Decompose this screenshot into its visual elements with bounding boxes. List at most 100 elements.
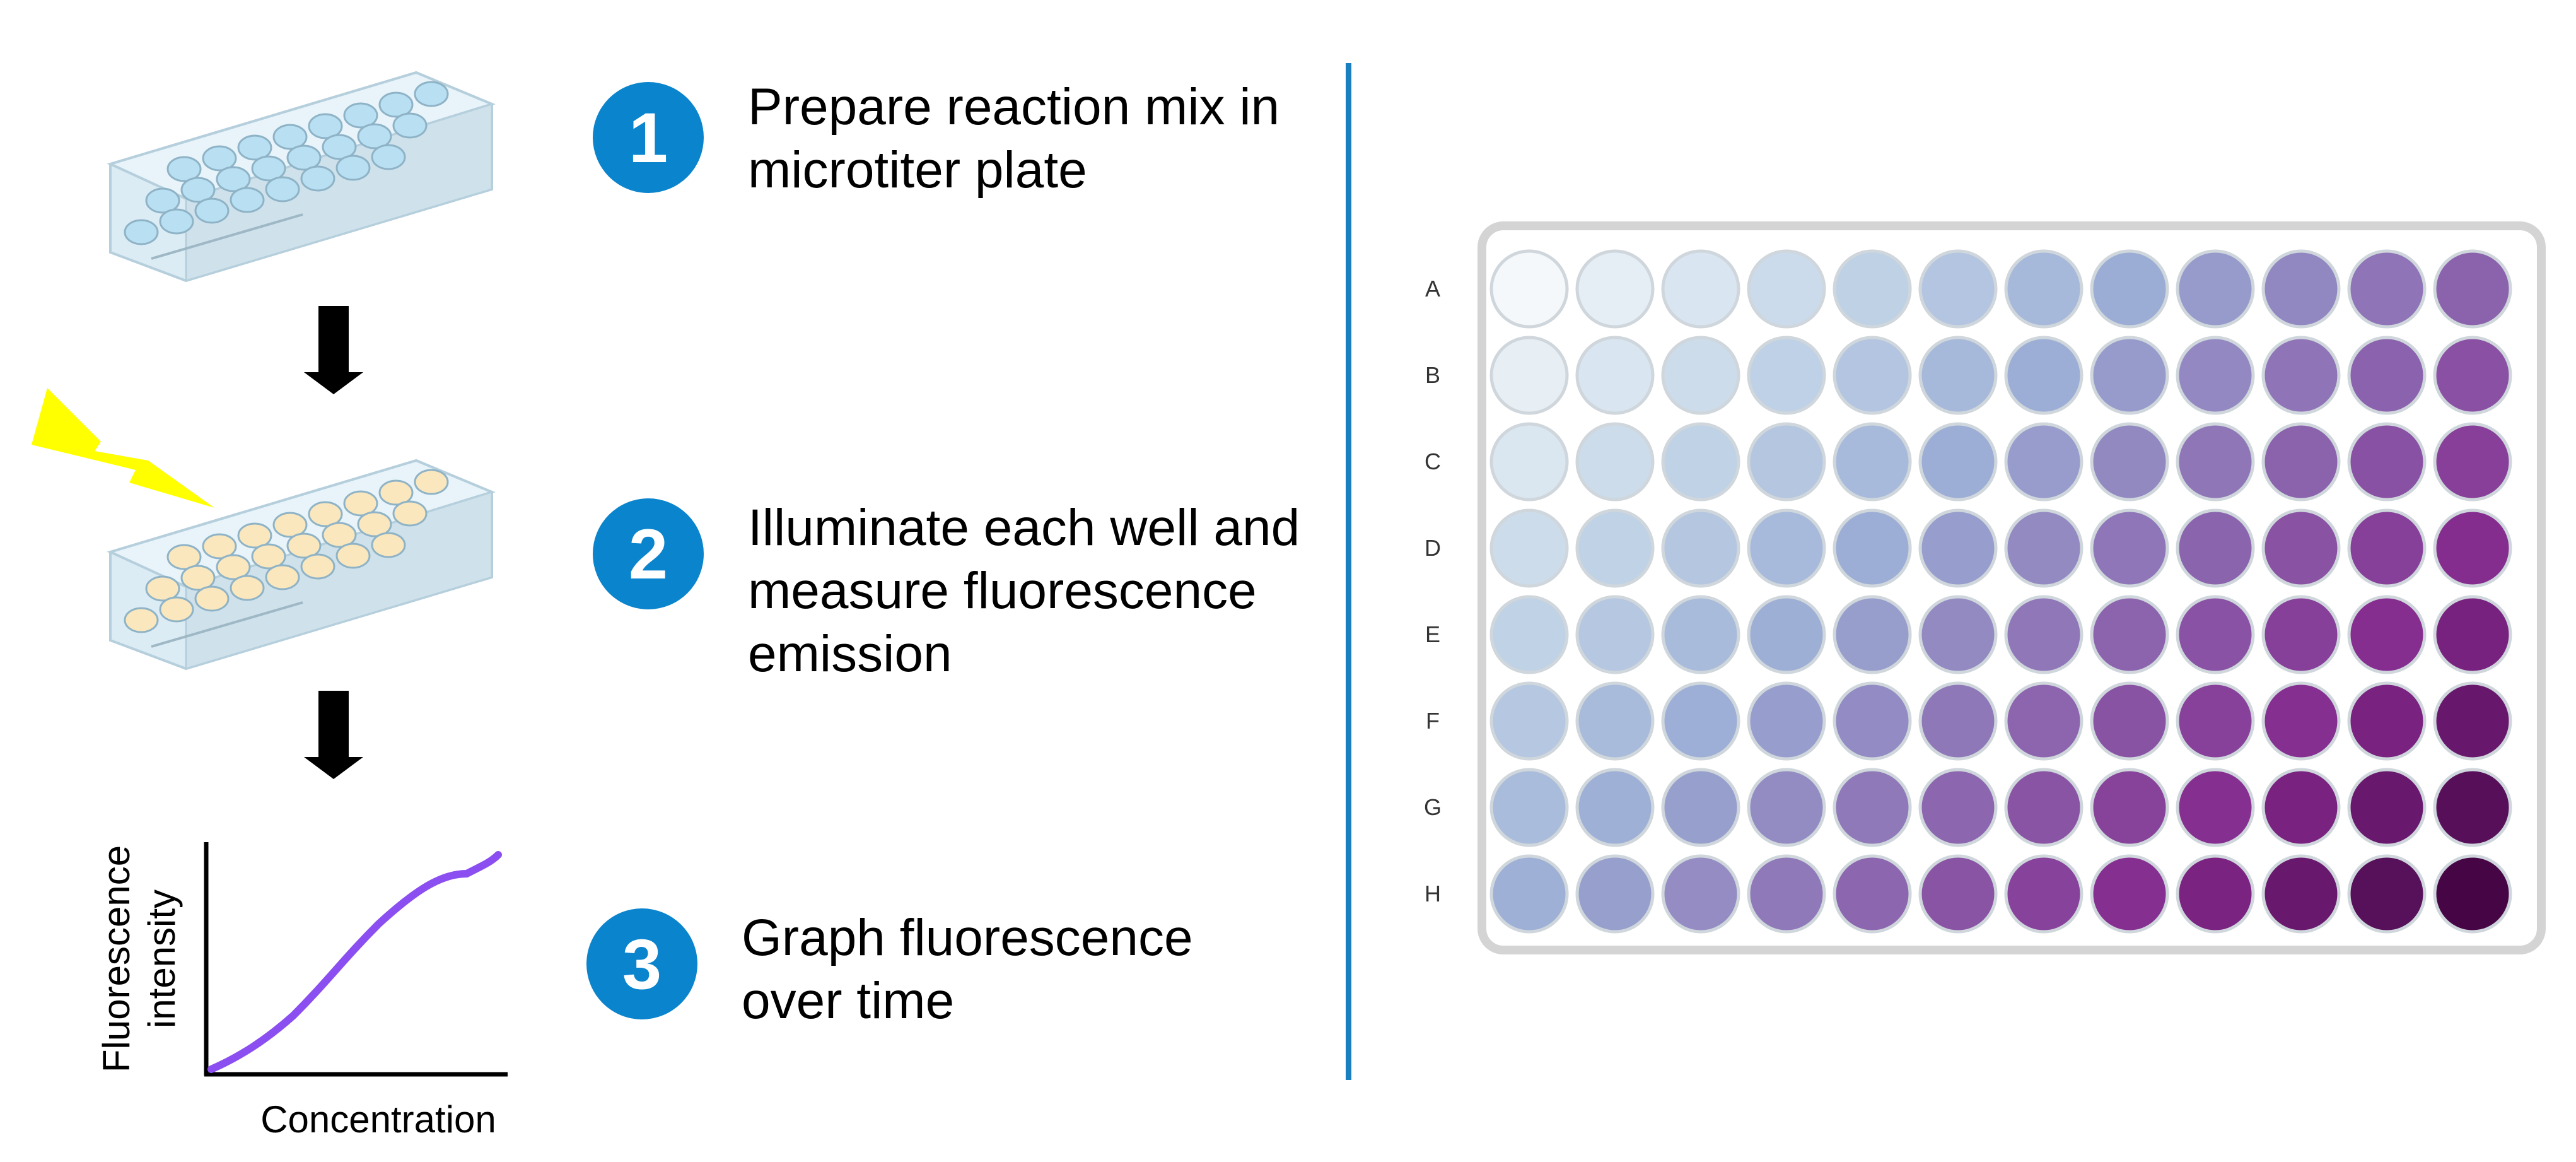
plate-well	[194, 197, 230, 224]
well-f4	[1747, 681, 1826, 761]
plate-well	[335, 155, 371, 181]
well-g10	[2261, 768, 2341, 847]
well-b9	[2176, 336, 2255, 415]
down-arrow-icon	[304, 306, 363, 394]
plate-well	[343, 490, 378, 517]
plate-outline	[1477, 221, 2546, 954]
well-f5	[1833, 681, 1912, 761]
well-g3	[1661, 768, 1740, 847]
well-e2	[1575, 595, 1655, 674]
well-g4	[1747, 768, 1826, 847]
well-b4	[1747, 336, 1826, 415]
well-c7	[2004, 422, 2084, 502]
well-h1	[1489, 854, 1569, 934]
step-2-text: Illuminate each well and measure fluores…	[748, 499, 1300, 683]
row-label-d: D	[1425, 535, 1441, 561]
plate-well	[343, 102, 378, 129]
well-e5	[1833, 595, 1912, 674]
step-3-text: Graph fluorescence over time	[742, 909, 1193, 1030]
well-f8	[2090, 681, 2169, 761]
plate-well	[124, 607, 159, 633]
step-2: 2 Illuminate each well and measure fluor…	[593, 498, 1300, 686]
well-f12	[2433, 681, 2512, 761]
plate-well	[414, 469, 449, 495]
plate-well	[371, 144, 406, 170]
step-number-badge: 3	[586, 908, 697, 1019]
plate-well	[230, 187, 265, 213]
row-label-f: F	[1426, 708, 1440, 734]
down-arrow-icon	[304, 691, 363, 779]
well-d8	[2090, 508, 2169, 588]
plate-well	[286, 532, 322, 559]
well-d4	[1747, 508, 1826, 588]
well-e1	[1489, 595, 1569, 674]
well-b8	[2090, 336, 2169, 415]
plate-well	[145, 187, 180, 214]
lightning-bolt-icon	[32, 388, 214, 508]
well-e11	[2347, 595, 2427, 674]
well-g12	[2433, 768, 2512, 847]
well-h12	[2433, 854, 2512, 934]
well-h4	[1747, 854, 1826, 934]
well-c5	[1833, 422, 1912, 502]
well-b2	[1575, 336, 1655, 415]
plate-well	[392, 112, 428, 139]
well-b11	[2347, 336, 2427, 415]
well-g7	[2004, 768, 2084, 847]
well-g8	[2090, 768, 2169, 847]
row-label-a: A	[1425, 276, 1440, 302]
plate-well	[194, 585, 230, 612]
fluorescence-chart: Concentration Fluorescence intensity	[95, 842, 508, 1141]
well-h3	[1661, 854, 1740, 934]
plate-well	[272, 124, 308, 150]
plate-well	[265, 564, 300, 590]
plate-well	[251, 155, 286, 182]
well-e10	[2261, 595, 2341, 674]
well-f3	[1661, 681, 1740, 761]
plate-well	[371, 532, 406, 558]
well-g6	[1918, 768, 1998, 847]
chart-curve	[207, 851, 502, 1073]
well-c8	[2090, 422, 2169, 502]
well-c6	[1918, 422, 1998, 502]
plate-well	[216, 166, 251, 192]
plate-well	[272, 512, 308, 538]
plate-well	[166, 156, 202, 182]
plate-well	[286, 144, 322, 171]
well-b5	[1833, 336, 1912, 415]
plate-well	[357, 123, 392, 150]
well-e3	[1661, 595, 1740, 674]
well-h9	[2176, 854, 2255, 934]
plate-well	[237, 522, 272, 549]
well-f1	[1489, 681, 1569, 761]
well-d2	[1575, 508, 1655, 588]
well-b6	[1918, 336, 1998, 415]
well-c4	[1747, 422, 1826, 502]
well-f2	[1575, 681, 1655, 761]
well-h10	[2261, 854, 2341, 934]
plate-well	[237, 134, 272, 161]
chart-y-label-line1: Fluorescence	[95, 845, 137, 1072]
well-h11	[2347, 854, 2427, 934]
well-a9	[2176, 249, 2255, 329]
well-h5	[1833, 854, 1912, 934]
plate-well	[202, 533, 237, 560]
well-h2	[1575, 854, 1655, 934]
plate-well	[265, 176, 300, 202]
plate-well	[300, 165, 335, 192]
row-label-e: E	[1425, 621, 1440, 647]
well-d9	[2176, 508, 2255, 588]
well-f10	[2261, 681, 2341, 761]
step-1: 1 Prepare reaction mix in microtiter pla…	[593, 78, 1279, 202]
row-label-g: G	[1424, 794, 1442, 820]
plate-well	[378, 91, 414, 118]
plate-well	[335, 543, 371, 569]
vertical-divider	[1346, 63, 1351, 1080]
well-d6	[1918, 508, 1998, 588]
plate-well	[300, 553, 335, 580]
well-f11	[2347, 681, 2427, 761]
plate-well	[180, 177, 216, 203]
well-c1	[1489, 422, 1569, 502]
well-f6	[1918, 681, 1998, 761]
